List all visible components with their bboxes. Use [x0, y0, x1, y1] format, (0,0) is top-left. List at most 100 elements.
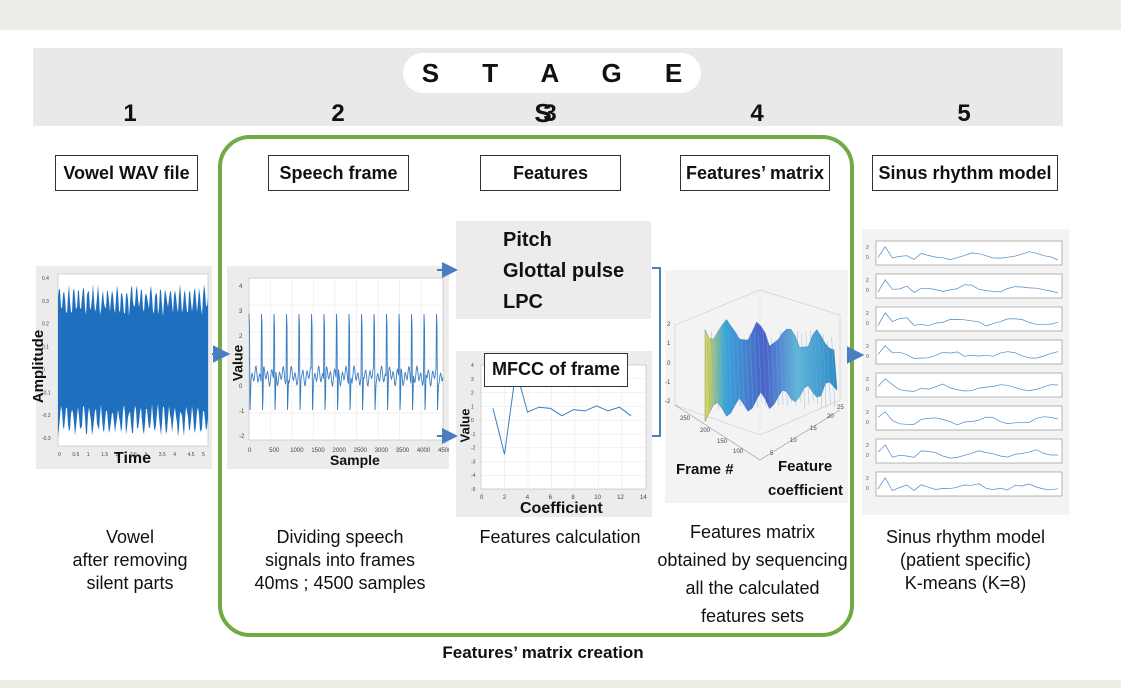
tick-label: 2 — [471, 391, 474, 397]
stage-1-caption: Vowelafter removingsilent parts — [40, 526, 220, 595]
stage-4-frame-label: Frame # — [676, 461, 734, 478]
svg-text:2: 2 — [667, 322, 671, 328]
tick-label: 12 — [617, 495, 624, 501]
tick-label: 4 — [471, 363, 474, 369]
tick-label: 0 — [239, 384, 243, 390]
feature-glottal-pulse: Glottal pulse — [503, 256, 624, 287]
cluster-strip — [876, 439, 1062, 463]
feature-pitch: Pitch — [503, 225, 552, 256]
stage-2-ylabel: Value — [229, 345, 245, 382]
tick-label: 2 — [503, 495, 507, 501]
tick-label: 4 — [173, 452, 176, 458]
stage-5-caption: Sinus rhythm model(patient specific)K-me… — [868, 526, 1063, 595]
feature-lpc: LPC — [503, 287, 543, 318]
svg-text:0: 0 — [866, 255, 869, 261]
mfcc-title: MFCC of frame — [484, 353, 628, 387]
cluster-strip — [876, 406, 1062, 430]
tick-label: -0.3 — [42, 436, 51, 442]
tick-label: -2 — [239, 434, 245, 440]
tick-label: 4500 — [438, 448, 449, 454]
cluster-strip — [876, 472, 1062, 496]
svg-text:2: 2 — [866, 245, 869, 251]
tick-label: 0 — [480, 495, 484, 501]
sinus-rhythm-strips: 2020202020202020 — [862, 229, 1069, 515]
tick-label: -5 — [471, 487, 476, 493]
tick-label: 2 — [239, 334, 243, 340]
tick-label: -0.2 — [42, 413, 51, 419]
tick-label: 500 — [269, 448, 280, 454]
svg-text:-2: -2 — [665, 399, 671, 405]
tick-label: 4 — [239, 284, 243, 290]
svg-text:250: 250 — [680, 416, 691, 422]
speech-frame-plot: 43210-1-2 050010001500200025003000350040… — [227, 266, 449, 469]
tick-label: 3 — [471, 377, 474, 383]
tick-label: 0.3 — [42, 299, 49, 305]
svg-text:200: 200 — [700, 428, 711, 434]
stage-2-xlabel: Sample — [330, 452, 380, 468]
svg-text:-1: -1 — [665, 380, 671, 386]
svg-text:1: 1 — [667, 341, 671, 347]
stages-title: S T A G E S — [403, 53, 701, 93]
stage-number-1: 1 — [110, 100, 150, 128]
svg-text:2: 2 — [866, 377, 869, 383]
svg-text:15: 15 — [810, 426, 817, 432]
svg-text:100: 100 — [733, 449, 744, 455]
cluster-strip — [876, 274, 1062, 298]
stage-3-xlabel: Coefficient — [520, 500, 603, 518]
stage-number-3: 3 — [530, 100, 570, 128]
svg-text:0: 0 — [866, 420, 869, 426]
stage-5-label: Sinus rhythm model — [872, 155, 1058, 191]
stage-1-ylabel: Amplitude — [30, 330, 47, 403]
svg-text:0: 0 — [667, 361, 671, 367]
stage-4-coef-label-2: coefficient — [768, 482, 843, 499]
tick-label: 1 — [87, 452, 90, 458]
group-label: Features’ matrix creation — [418, 643, 668, 663]
svg-text:10: 10 — [790, 438, 797, 444]
svg-text:20: 20 — [827, 414, 834, 420]
cluster-strip — [876, 307, 1062, 331]
speech-frame-panel: 43210-1-2 050010001500200025003000350040… — [227, 266, 449, 469]
svg-text:2: 2 — [866, 410, 869, 416]
svg-text:0: 0 — [866, 453, 869, 459]
svg-text:2: 2 — [866, 278, 869, 284]
svg-text:0: 0 — [866, 486, 869, 492]
tick-label: 3.5 — [159, 452, 166, 458]
tick-label: 0.5 — [72, 452, 79, 458]
sinus-rhythm-panel: 2020202020202020 — [862, 229, 1069, 515]
tick-label: 0.4 — [42, 276, 49, 282]
tick-label: 14 — [640, 495, 647, 501]
stage-4-caption: Features matrixobtained by sequencingall… — [650, 518, 855, 630]
tick-label: 3500 — [396, 448, 410, 454]
tick-label: 1000 — [290, 448, 304, 454]
svg-text:25: 25 — [837, 405, 844, 411]
stage-3-label: Features — [480, 155, 621, 191]
tick-label: -2 — [471, 446, 476, 452]
stage-4-coef-label-1: Feature — [778, 458, 832, 475]
svg-text:2: 2 — [866, 344, 869, 350]
cluster-strip — [876, 340, 1062, 364]
svg-text:0: 0 — [866, 387, 869, 393]
stage-4-label: Features’ matrix — [680, 155, 830, 191]
tick-label: 0 — [58, 452, 61, 458]
tick-label: -3 — [471, 459, 476, 465]
stage-number-4: 4 — [737, 100, 777, 128]
svg-text:2: 2 — [866, 476, 869, 482]
tick-label: 4.5 — [188, 452, 195, 458]
cluster-strip — [876, 373, 1062, 397]
tick-label: 0 — [248, 448, 252, 454]
stage-1-label: Vowel WAV file — [55, 155, 198, 191]
waveform-panel: 0.40.30.20.10-0.1-0.2-0.3 00.511.522.533… — [36, 266, 212, 469]
stage-3-caption: Features calculation — [470, 526, 650, 549]
tick-label: 0.2 — [42, 322, 49, 328]
stage-number-2: 2 — [318, 100, 358, 128]
features-list-panel: Pitch Glottal pulse LPC — [456, 221, 651, 319]
svg-text:2: 2 — [866, 443, 869, 449]
svg-text:0: 0 — [866, 288, 869, 294]
surface-mesh — [705, 319, 837, 421]
tick-label: 3 — [239, 309, 243, 315]
stage-2-caption: Dividing speechsignals into frames40ms ;… — [250, 526, 430, 595]
stage-3-ylabel: Value — [457, 409, 472, 443]
tick-label: 4000 — [417, 448, 431, 454]
svg-text:0: 0 — [866, 354, 869, 360]
tick-label: 1500 — [311, 448, 325, 454]
